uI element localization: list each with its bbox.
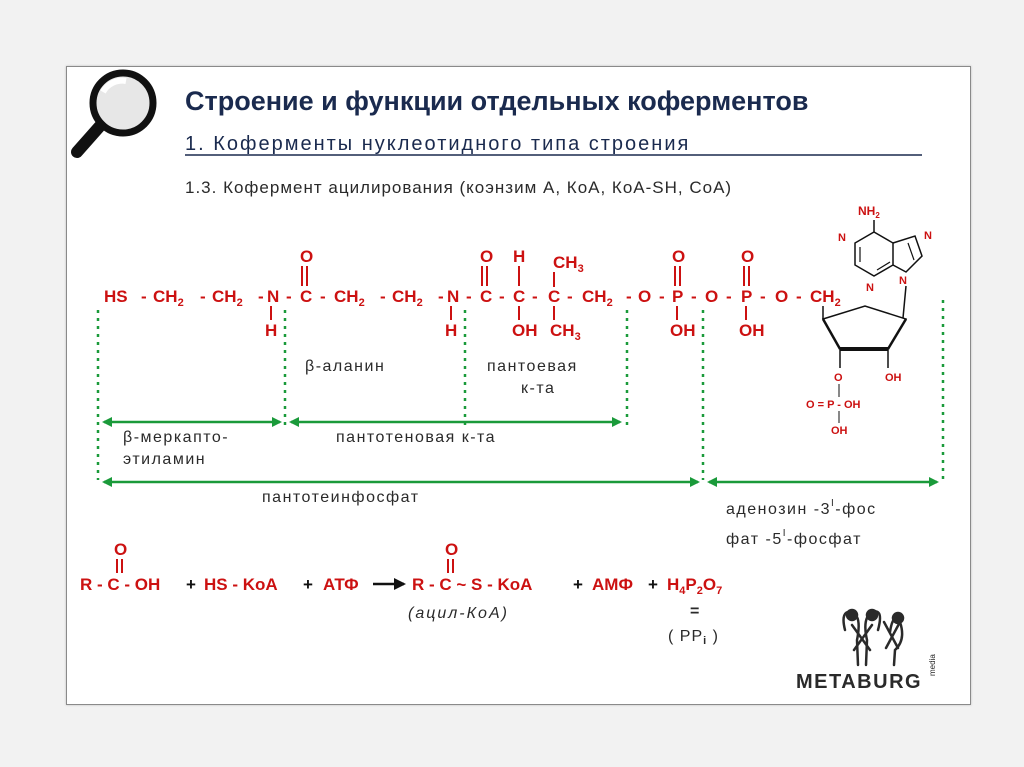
label-pantothenic: пантотеновая к-та: [336, 429, 496, 446]
svg-text:+: +: [648, 575, 658, 594]
equals-sign: =: [690, 603, 699, 620]
svg-text:CH2: CH2: [392, 287, 423, 309]
svg-text:OH: OH: [670, 321, 696, 340]
svg-text:OH: OH: [739, 321, 765, 340]
svg-text:CH2: CH2: [810, 287, 841, 309]
svg-text:+: +: [186, 575, 196, 594]
section-title: 1.3. Кофермент ацилирования (коэнзим А, …: [185, 178, 732, 197]
svg-text:-: -: [286, 287, 292, 306]
svg-text:-: -: [760, 287, 766, 306]
product-amp: АМФ: [592, 575, 633, 594]
product-acyl-koa: R - C ~ S - KoA: [412, 575, 532, 594]
svg-text:-: -: [532, 287, 538, 306]
svg-text:N: N: [866, 282, 874, 294]
svg-text:-: -: [567, 287, 573, 306]
svg-text:N: N: [838, 232, 846, 244]
segment-arrows: [102, 417, 939, 487]
reactant-atp: АТФ: [323, 575, 359, 594]
segment-dividers: [96, 300, 945, 480]
svg-text:OH: OH: [885, 372, 902, 384]
svg-text:-: -: [499, 287, 505, 306]
svg-text:H: H: [513, 247, 525, 266]
label-b-alanine: β-аланин: [305, 358, 385, 375]
svg-text:O: O: [114, 540, 127, 559]
svg-text:OH: OH: [512, 321, 538, 340]
reactant-acid: R - C - OH: [80, 575, 160, 594]
slide: [66, 66, 971, 705]
svg-text:O: O: [672, 247, 685, 266]
svg-text:O: O: [741, 247, 754, 266]
svg-text:P: P: [741, 287, 752, 306]
svg-text:OH: OH: [831, 425, 848, 437]
svg-text:CH2: CH2: [212, 287, 243, 309]
svg-text:N: N: [924, 230, 932, 242]
svg-text:P: P: [672, 287, 683, 306]
svg-text:-: -: [380, 287, 386, 306]
reactant-hs-koa: HS - KoA: [204, 575, 278, 594]
label-adenosine-2: фат -5I-фосфат: [726, 528, 862, 548]
svg-text:CH3: CH3: [553, 253, 584, 275]
svg-text:CH2: CH2: [582, 287, 613, 309]
atom-c: C: [300, 287, 312, 306]
acylation-reaction: O R - C - OH + HS - KoA + АТФ O R - C ~ …: [80, 540, 722, 597]
logo-emblem-icon: [842, 608, 905, 667]
label-mercapto-2: этиламин: [123, 451, 206, 468]
svg-text:+: +: [303, 575, 313, 594]
svg-text:H: H: [265, 321, 277, 340]
svg-text:N: N: [447, 287, 459, 306]
svg-text:-: -: [659, 287, 665, 306]
svg-text:CH3: CH3: [550, 321, 581, 343]
structural-formula: HS - CH2 - CH2 - N - C - CH2 - CH2 - N -…: [104, 247, 841, 343]
svg-text:O: O: [834, 372, 843, 384]
metaburg-logo: METABURG media: [796, 608, 937, 693]
label-acyl-koa: (ацил-КоА): [408, 605, 509, 622]
svg-text:-: -: [726, 287, 732, 306]
magnifier-icon: [71, 69, 157, 158]
svg-text:-: -: [141, 287, 147, 306]
svg-text:C: C: [548, 287, 560, 306]
page-subtitle: 1. Коферменты нуклеотидного типа строени…: [185, 133, 690, 155]
svg-text:O: O: [445, 540, 458, 559]
svg-text:N: N: [899, 275, 907, 287]
product-pyrophosphate: H4P2O7: [667, 575, 722, 597]
svg-text:O: O: [705, 287, 718, 306]
logo-text: METABURG: [796, 671, 922, 693]
svg-text:C: C: [513, 287, 525, 306]
svg-text:C: C: [480, 287, 492, 306]
svg-text:-: -: [691, 287, 697, 306]
atom-n: N: [267, 287, 279, 306]
svg-text:-: -: [258, 287, 264, 306]
page-title: Строение и функции отдельных коферментов: [185, 86, 808, 116]
svg-text:H: H: [445, 321, 457, 340]
label-ppi: ( PPi ): [668, 628, 719, 647]
svg-text:O: O: [480, 247, 493, 266]
svg-text:-: -: [796, 287, 802, 306]
svg-text:-: -: [320, 287, 326, 306]
label-pantoic-2: к-та: [521, 380, 555, 397]
svg-text:NH2: NH2: [858, 204, 880, 220]
svg-text:O: O: [775, 287, 788, 306]
svg-text:-: -: [466, 287, 472, 306]
label-adenosine-1: аденозин -3I-фос: [726, 498, 877, 518]
group-ch2: CH2: [153, 287, 184, 309]
svg-text:O: O: [638, 287, 651, 306]
svg-text:-: -: [200, 287, 206, 306]
adenosine-structure: NH2 N N N N OH O O = P - OH OH: [806, 204, 932, 437]
label-pantoic-1: пантоевая: [487, 358, 578, 375]
svg-text:O: O: [300, 247, 313, 266]
logo-tag: media: [928, 654, 937, 676]
svg-text:CH2: CH2: [334, 287, 365, 309]
label-pantetheine-phosphate: пантотеинфосфат: [262, 489, 420, 506]
svg-text:O = P - OH: O = P - OH: [806, 399, 861, 411]
label-mercapto-1: β-меркапто-: [123, 429, 229, 446]
svg-text:+: +: [573, 575, 583, 594]
atom-hs: HS: [104, 287, 128, 306]
svg-text:-: -: [626, 287, 632, 306]
svg-text:-: -: [438, 287, 444, 306]
